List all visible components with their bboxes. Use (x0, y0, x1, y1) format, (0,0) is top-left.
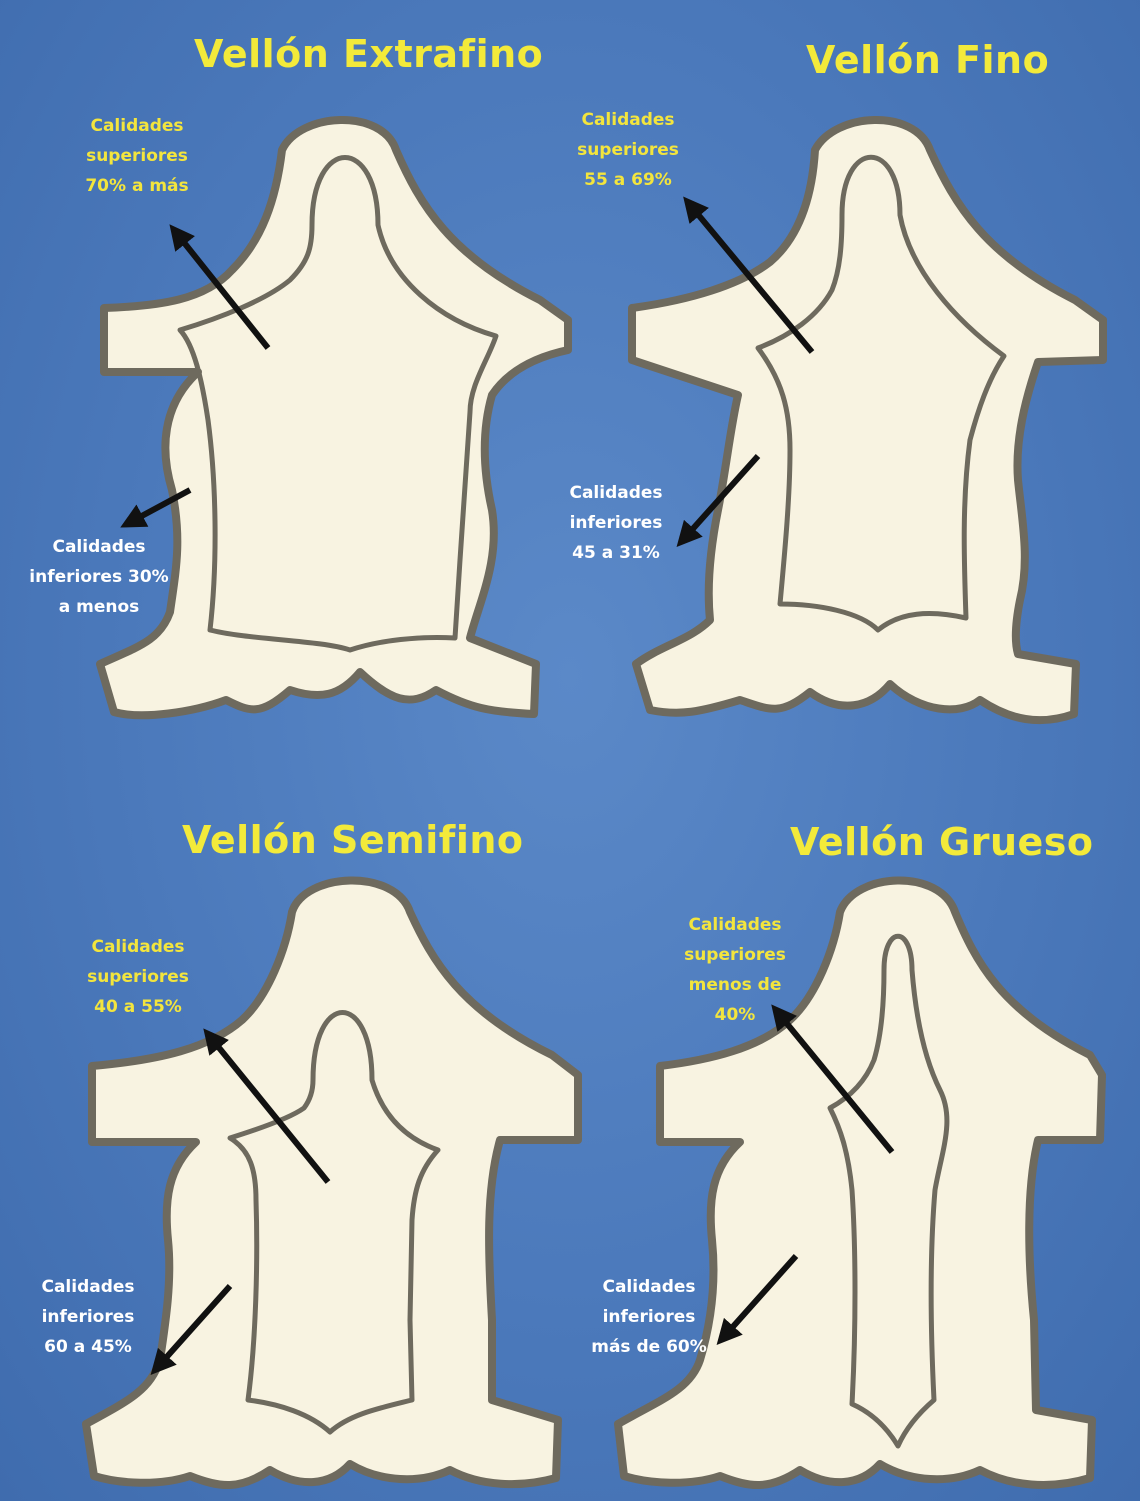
pelt-extrafino (100, 120, 568, 715)
pelt-fino (632, 120, 1103, 720)
title-fino: Vellón Fino (806, 38, 1049, 82)
title-grueso: Vellón Grueso (790, 820, 1094, 864)
panel-extrafino (100, 120, 568, 715)
title-semifino: Vellón Semifino (182, 818, 524, 862)
title-extrafino: Vellón Extrafino (194, 32, 543, 76)
panel-fino (632, 120, 1103, 720)
